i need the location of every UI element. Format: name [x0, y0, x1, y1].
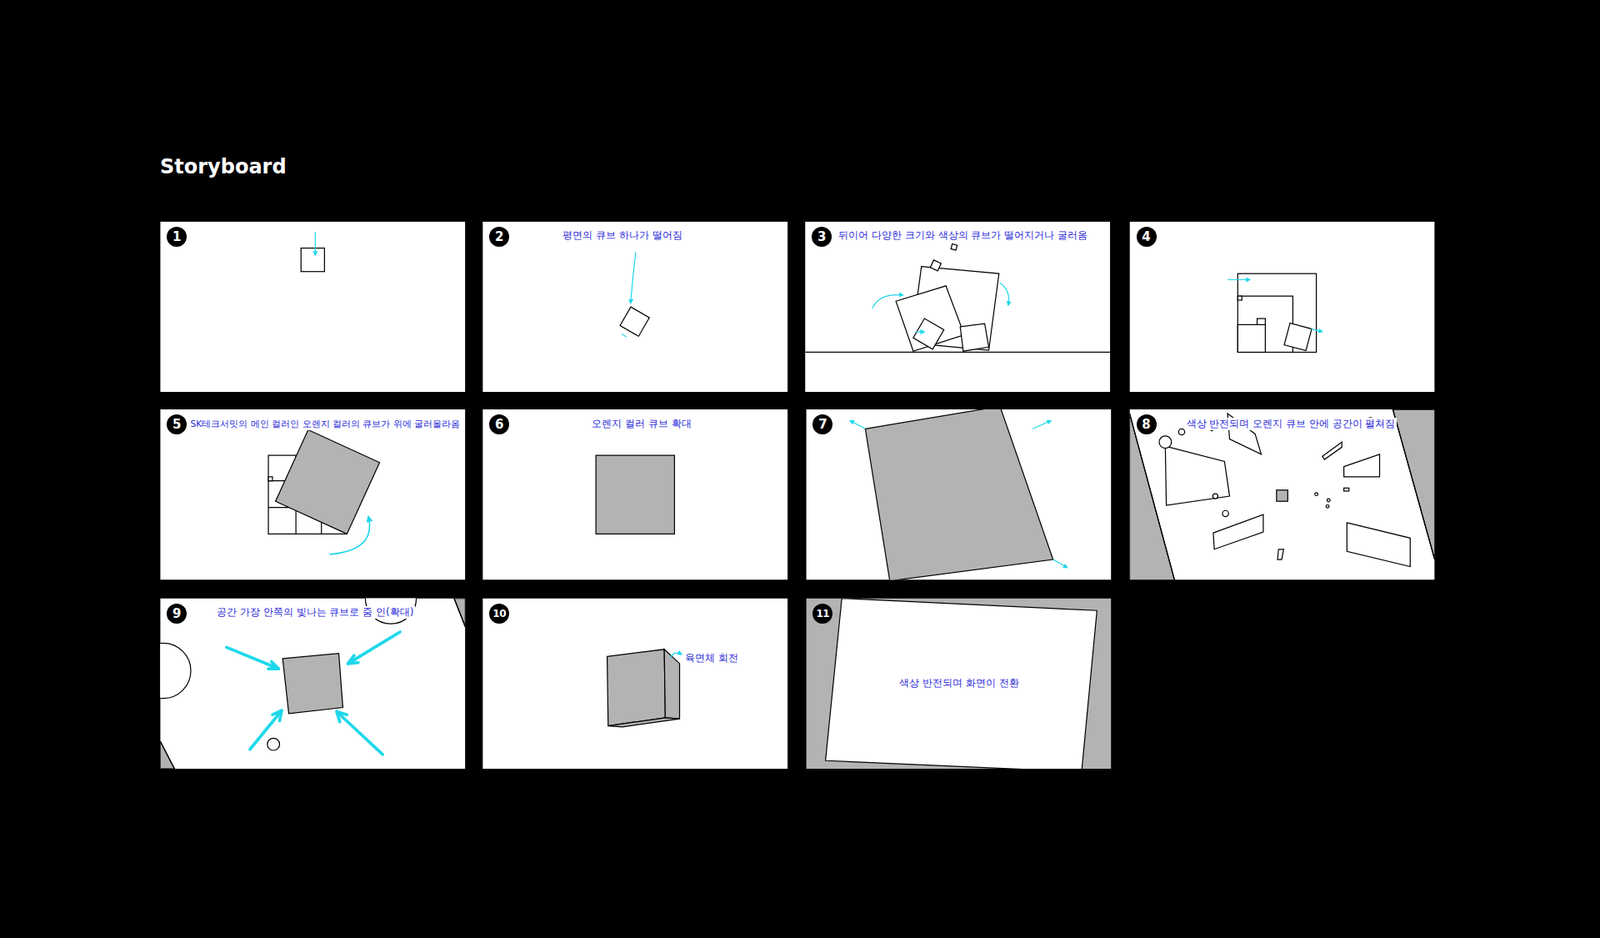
- frame-number: 7: [812, 414, 833, 435]
- frame-number: 1: [166, 226, 187, 247]
- panel-art: [805, 221, 1110, 392]
- frame-caption: 오렌지 컬러 큐브 확대: [590, 417, 693, 430]
- frame-number: 2: [489, 226, 510, 247]
- panel-art: [482, 598, 788, 769]
- frame-caption: 뒤이어 다양한 크기와 색상의 큐브가 떨어지거나 굴러옴: [836, 229, 1090, 242]
- frame-caption: 색상 반전되며 화면이 전환: [897, 676, 1020, 690]
- frame-number: 5: [166, 414, 187, 435]
- frame-number: 9: [166, 603, 187, 624]
- storyboard-frame: 11 색상 반전되며 화면이 전환: [805, 598, 1111, 769]
- storyboard-frame: 2 평면의 큐브 하나가 떨어짐: [482, 221, 788, 392]
- panel-art: [1130, 221, 1435, 392]
- panel-art: [160, 409, 465, 580]
- storyboard-frame: 6 오렌지 컬러 큐브 확대: [482, 409, 788, 580]
- storyboard-frame: 7: [805, 409, 1111, 580]
- storyboard-title: Storyboard: [160, 155, 287, 179]
- storyboard-frame: 8 색상 반전되며 오렌지 큐브 안에 공간이 펼쳐짐: [1130, 409, 1435, 580]
- panel-art: [1130, 409, 1435, 580]
- panel-art: [482, 409, 788, 580]
- storyboard-frame: 10 육면체 회전: [482, 598, 788, 769]
- frame-caption: 색상 반전되며 오렌지 큐브 안에 공간이 펼쳐짐: [1185, 417, 1398, 430]
- frame-caption: 공간 가장 안쪽의 빛나는 큐브로 줌 인(확대): [215, 605, 415, 619]
- frame-caption: 육면체 회전: [683, 651, 740, 665]
- frame-number: 4: [1136, 226, 1157, 247]
- frame-caption: 평면의 큐브 하나가 떨어짐: [560, 229, 684, 242]
- frame-number: 10: [489, 603, 510, 624]
- frame-caption: SK테크서밋의 메인 컬러인 오렌지 컬러의 큐브가 위에 굴러올라옴: [188, 417, 462, 430]
- storyboard-frame: 5SK테크서밋의 메인 컬러인 오렌지 컬러의 큐브가 위에 굴러올라옴: [160, 409, 465, 580]
- storyboard-frame: 3 뒤이어 다양한 크기와 색상의 큐브가 떨어지거나 굴러옴: [805, 221, 1110, 392]
- panel-art: [160, 221, 465, 392]
- panel-art: [482, 221, 788, 392]
- frame-number: 3: [811, 226, 832, 247]
- storyboard-frame: 9 공간 가장 안쪽의 빛나는 큐브로 줌 인(확대): [160, 598, 465, 769]
- panel-art: [160, 598, 465, 769]
- storyboard-frame: 4: [1130, 221, 1435, 392]
- panel-art: [805, 409, 1111, 580]
- frame-number: 8: [1136, 414, 1157, 435]
- frame-number: 11: [812, 603, 833, 624]
- storyboard-frame: 1: [160, 221, 465, 392]
- frame-number: 6: [489, 414, 510, 435]
- panel-art: [805, 598, 1111, 769]
